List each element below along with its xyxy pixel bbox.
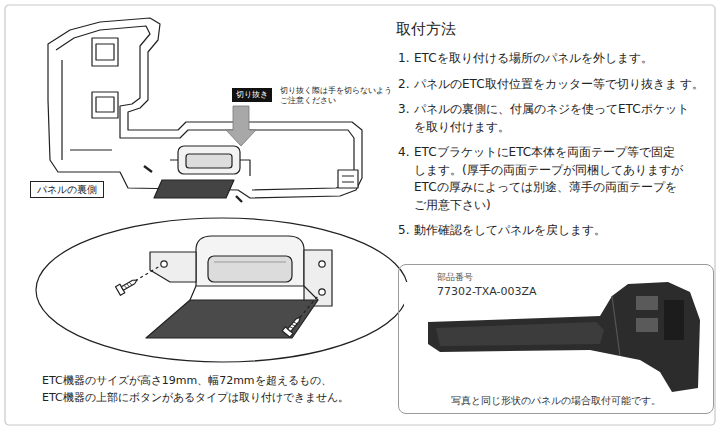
step-text: 動作確認をしてパネルを戻します。 — [414, 222, 712, 240]
panel-back-label: パネルの裏側 — [30, 181, 104, 198]
detail-inset-g — [116, 276, 140, 296]
cutout-arrow-polygon — [226, 106, 256, 146]
detail-inset-polygon — [146, 300, 318, 338]
detail-inset-path — [214, 261, 286, 262]
step-number: 3. — [398, 101, 409, 119]
panel-drawing-rect — [96, 97, 114, 112]
part-photo-rect — [664, 300, 684, 340]
panel-drawing-rect — [92, 92, 118, 118]
panel-drawing-path — [48, 18, 362, 198]
size-restriction-note: ETC機器のサイズが高さ19mm、幅72mmを超えるもの、 ETC機器の上部にボ… — [42, 372, 414, 406]
detail-inset-ellipse — [36, 218, 408, 362]
heading: 取付方法 — [396, 20, 456, 39]
detail-inset-polygon — [150, 252, 196, 282]
detail-inset-g-path — [124, 282, 132, 289]
detail-inset-circle — [161, 261, 167, 267]
panel-drawing-rect — [338, 170, 358, 188]
panel-drawing-rect — [186, 154, 232, 168]
panel-drawing-path — [342, 176, 354, 182]
step-text: パネルの裏側に、付属のネジを使ってETCポケット を取り付けます。 — [414, 101, 712, 136]
detail-inset-rect — [208, 256, 292, 282]
part-number-caption: 部品番号 — [437, 271, 473, 284]
cutout-tag: 切り抜き — [232, 88, 272, 102]
node-text: パネルの裏側 — [37, 183, 97, 196]
step-text: パネルのETC取付位置をカッター等で切り抜きま す。 — [414, 76, 712, 94]
detail-inset-g — [282, 314, 304, 337]
panel-drawing-path — [144, 166, 242, 202]
panel-drawing-polygon — [154, 180, 234, 198]
photo-box: 部品番号77302-TXA-003ZA 写真と同じ形状のパネルの場合取付可能です。 — [398, 264, 714, 414]
step-number: 5. — [398, 222, 409, 240]
part-number: 77302-TXA-003ZA — [437, 285, 537, 298]
panel-drawing-rect — [92, 38, 118, 66]
step-number: 2. — [398, 76, 409, 94]
panel-drawing-path — [170, 160, 250, 176]
detail-inset-path — [196, 236, 304, 286]
part-photo-path — [428, 282, 700, 392]
outer-frame-rect — [5, 5, 715, 425]
detail-inset-g-path — [290, 321, 298, 329]
part-photo-path — [436, 322, 604, 346]
step-text: ETCブラケットにETC本体を両面テープ等で固定 します。(厚手の両面テープが同… — [414, 144, 712, 214]
step-text: ETCを取り付ける場所のパネルを外します。 — [414, 50, 712, 68]
part-photo-path — [612, 296, 620, 356]
detail-inset-path — [190, 286, 318, 300]
outer-frame — [5, 5, 715, 425]
step-number: 1. — [398, 50, 409, 68]
detail-inset-circle — [319, 261, 325, 267]
photo-caption: 写真と同じ形状のパネルの場合取付可能です。 — [399, 395, 713, 408]
detail-inset-g-path — [288, 316, 302, 332]
part-photo — [404, 282, 708, 394]
detail-inset-polygon — [304, 250, 332, 306]
part-photo-rect — [636, 318, 658, 332]
part-photo-rect — [404, 282, 708, 394]
detail-inset-g-path — [121, 278, 138, 290]
detail-inset — [36, 218, 408, 362]
panel-drawing — [48, 18, 362, 202]
cutout-arrow — [226, 106, 256, 146]
panel-drawing-rect — [96, 44, 114, 60]
part-photo-rect — [636, 296, 658, 310]
detail-inset-circle — [319, 289, 325, 295]
step-number: 4. — [398, 144, 409, 162]
panel-drawing-path — [56, 26, 354, 190]
panel-drawing-rect — [178, 146, 240, 174]
node-text: 切り抜き — [236, 90, 268, 100]
panel-drawing-path — [62, 60, 112, 160]
